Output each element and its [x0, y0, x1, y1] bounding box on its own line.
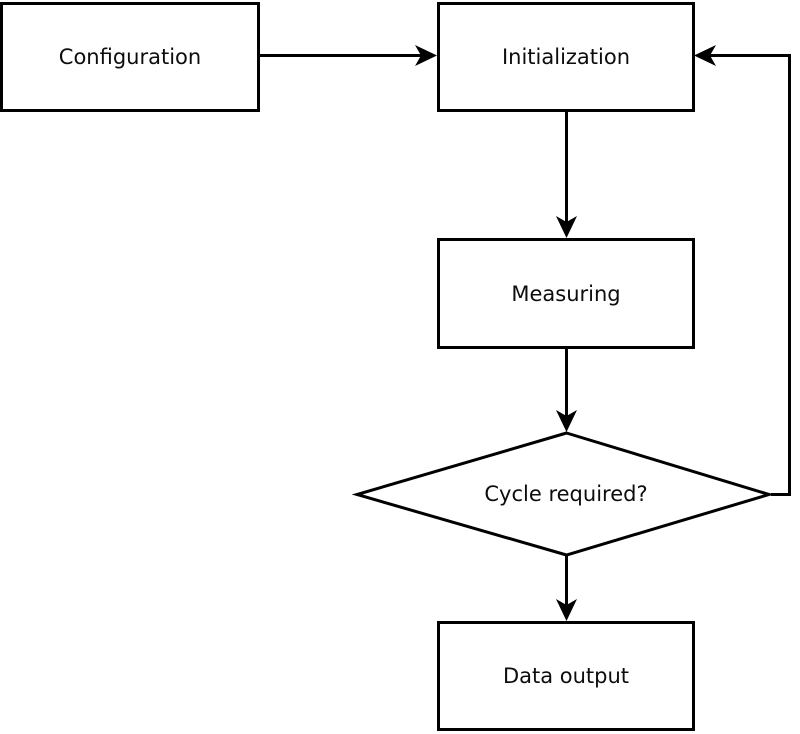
node-data-output-label: Data output — [503, 664, 629, 688]
node-measuring-shape[interactable] — [437, 238, 695, 349]
edge-initialization-to-measuring — [556, 112, 577, 238]
node-configuration-shape[interactable] — [0, 2, 260, 112]
node-cycle-required-shape[interactable] — [351, 431, 775, 557]
node-configuration[interactable]: Configuration — [0, 2, 260, 112]
arrow-head-into-data-output — [556, 599, 577, 621]
edge-configuration-to-initialization — [259, 45, 437, 66]
node-configuration-label: Configuration — [59, 45, 201, 69]
arrow-head-into-initialization-left — [415, 45, 437, 66]
arrow-head-into-cycle-required — [556, 410, 577, 432]
node-measuring-label: Measuring — [511, 282, 620, 306]
node-cycle-required[interactable]: Cycle required? — [351, 431, 775, 557]
node-cycle-required-label: Cycle required? — [484, 482, 647, 506]
node-data-output[interactable]: Data output — [437, 621, 695, 731]
edge-cycle-required-to-initialization — [694, 45, 791, 496]
node-measuring[interactable]: Measuring — [437, 238, 695, 349]
node-initialization-label: Initialization — [502, 45, 630, 69]
arrow-head-into-initialization-right — [694, 45, 716, 66]
node-data-output-shape[interactable] — [437, 621, 695, 731]
node-initialization-shape[interactable] — [437, 2, 695, 112]
edge-cycle-required-to-data-output — [556, 556, 577, 621]
edge-line-feedback-loop — [705, 54, 791, 496]
edge-measuring-to-cycle-required — [556, 349, 577, 432]
node-initialization[interactable]: Initialization — [437, 2, 695, 112]
arrow-head-into-measuring — [556, 216, 577, 238]
